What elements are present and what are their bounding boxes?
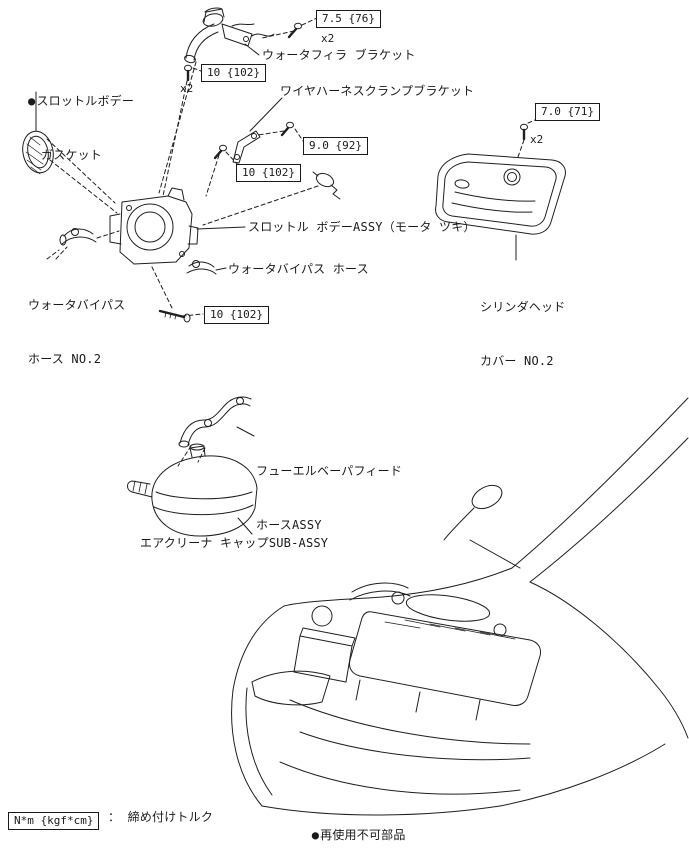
label-text: ウォータバイパス — [28, 298, 126, 312]
fuel-vapor-hose-drawing — [178, 396, 252, 448]
label-text: カバー NO.2 — [480, 354, 554, 368]
legend-torque-unit-box: N*m {kgf*cm} — [8, 812, 100, 830]
label-text: ホースASSY — [256, 518, 322, 532]
wire-harness-bracket-drawing — [232, 130, 261, 164]
label-cylinder-head-cover: シリンダヘッド カバー NO.2 — [480, 262, 565, 406]
leader-lines — [35, 43, 517, 535]
vehicle-engine-bay-drawing — [231, 397, 689, 816]
label-text: フューエルベーパフィード — [256, 464, 403, 478]
water-filler-bracket-drawing — [184, 7, 275, 64]
label-throttle-body-assy: スロットル ボデーASSY（モータ ツキ） — [248, 220, 476, 234]
bolt-water-filler-upper — [287, 22, 302, 39]
label-throttle-body-gasket: ●スロットルボデー ガスケット — [28, 56, 134, 200]
legend-nonreusable-text: 再使用不可部品 — [320, 828, 406, 842]
torque-spec-throttle-lower-bolt: 10 {102} — [204, 306, 269, 324]
torque-spec-water-filler-lower: 10 {102} — [201, 64, 266, 82]
label-text: スロットルボデー — [36, 94, 135, 108]
bolt-harness-upper — [280, 121, 294, 137]
label-air-cleaner-cap: エアクリーナ キャップSUB-ASSY — [140, 536, 329, 550]
torque-qty-water-filler-upper: x2 — [321, 32, 335, 45]
air-cleaner-cap-drawing — [127, 443, 258, 537]
torque-spec-cylinder-head-cover: 7.0 {71} — [535, 103, 600, 121]
bolt-water-filler-lower — [184, 64, 192, 82]
legend-torque-desc: ： 締め付けトルク — [108, 810, 214, 824]
assembly-dashed-lines — [46, 17, 545, 467]
label-text: ホース NO.2 — [28, 352, 102, 366]
gasket-drawing — [22, 130, 54, 175]
torque-spec-harness-upper: 9.0 {92} — [303, 137, 368, 155]
torque-qty-cylinder-head-cover: x2 — [530, 133, 544, 146]
label-text: シリンダヘッド — [480, 300, 566, 314]
bolt-cylinder-head-cover — [520, 123, 528, 141]
cylinder-head-cover-drawing — [435, 153, 566, 235]
label-water-bypass-hose-no2: ウォータバイパス ホース NO.2 — [28, 260, 125, 404]
bolt-throttle-lower — [158, 309, 191, 323]
water-bypass-hose-no2-drawing — [59, 228, 97, 246]
water-bypass-hose-drawing — [186, 260, 217, 275]
legend-nonreusable: ●再使用不可部品 — [282, 808, 406, 853]
label-water-filler-bracket: ウォータフィラ ブラケット — [262, 48, 416, 62]
torque-spec-harness-lower: 10 {102} — [236, 164, 301, 182]
torque-qty-water-filler-lower: x2 — [180, 82, 194, 95]
label-wire-harness-clamp-bracket: ワイヤハーネスクランプブラケット — [280, 84, 475, 98]
torque-spec-water-filler-upper: 7.5 {76} — [316, 10, 381, 28]
throttle-body-drawing — [109, 187, 199, 265]
connector-drawing — [312, 171, 341, 200]
label-fuel-vapor-feed-hose: フューエルベーパフィード ホースASSY — [256, 426, 402, 570]
label-text: ガスケット — [41, 148, 103, 162]
label-line: ●スロットルボデー — [28, 92, 134, 110]
nonreusable-dot-icon: ● — [311, 828, 320, 842]
label-water-bypass-hose: ウォータバイパス ホース — [228, 262, 369, 276]
nonreusable-dot-icon: ● — [28, 94, 36, 108]
bolt-harness-lower — [213, 144, 227, 160]
